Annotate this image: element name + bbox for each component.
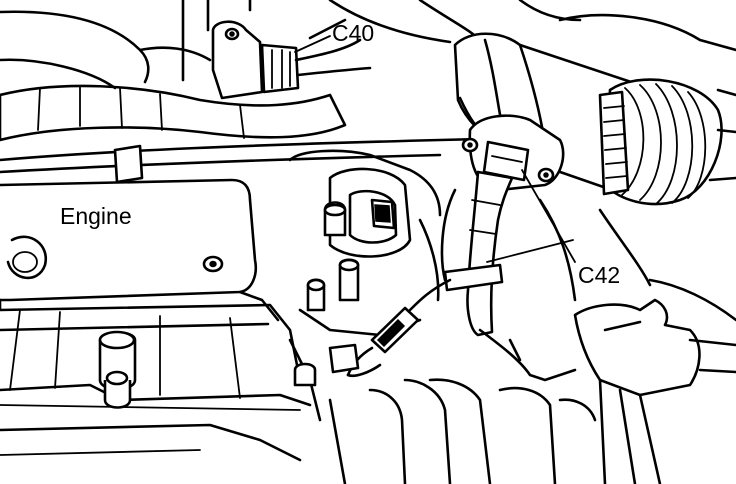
c42-sensor <box>440 114 565 337</box>
label-c40: C40 <box>332 20 374 46</box>
c42-leader-line-harness <box>486 239 574 263</box>
wire-harness <box>0 10 522 184</box>
label-c42: C42 <box>578 262 620 288</box>
c40-leader-line <box>294 35 331 53</box>
engine-block <box>0 178 312 462</box>
c40-connector <box>181 0 372 100</box>
distributor-area <box>288 149 452 422</box>
lower-right-components <box>328 198 736 484</box>
label-engine: Engine <box>60 203 132 229</box>
c42-leader-line-sensor <box>521 169 576 263</box>
